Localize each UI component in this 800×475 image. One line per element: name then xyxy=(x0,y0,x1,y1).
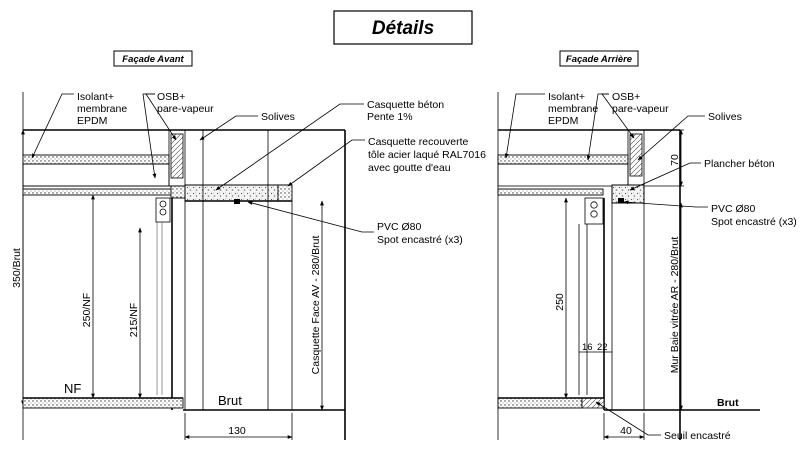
back-label-pvc-2: Spot encastré (x3) xyxy=(711,216,797,228)
back-label-brut: Brut xyxy=(717,397,739,409)
front-label-brut: Brut xyxy=(218,393,242,408)
back-label-seuil: Seuil encastré xyxy=(664,430,731,442)
back-label-isolant-1: Isolant+ xyxy=(548,91,585,103)
front-label-osb-2: pare-vapeur xyxy=(157,103,214,115)
front-label-casquette-beton-1: Casquette béton xyxy=(367,99,444,111)
pvc-pipe-icon xyxy=(584,197,604,225)
front-label-nf: NF xyxy=(64,381,81,396)
back-seuil xyxy=(581,397,605,409)
front-casquette-slab xyxy=(184,184,291,202)
page-title: Détails xyxy=(372,18,434,39)
front-heading-box xyxy=(113,50,193,67)
back-facade-section: 70 250 Mur Baie vitrée AR - 280/Brut 16 … xyxy=(497,91,797,442)
front-label-solives: Solives xyxy=(261,111,295,123)
back-label-osb-1: OSB+ xyxy=(612,91,640,103)
back-label-solives: Solives xyxy=(708,111,742,123)
title-box xyxy=(333,10,473,45)
back-heading: Façade Arrière xyxy=(566,54,633,65)
back-osb-column xyxy=(629,133,643,177)
front-label-osb-1: OSB+ xyxy=(157,91,185,103)
front-dim-casquette: Casquette Face AV - 280/Brut xyxy=(310,236,322,375)
front-label-casquette-tole-2: tôle acier laqué RAL7016 xyxy=(368,149,486,161)
front-osb-column xyxy=(170,133,184,179)
front-insulation-layer xyxy=(22,154,170,165)
back-dim-height: 250 xyxy=(554,293,566,311)
back-floor-layer xyxy=(497,188,604,196)
front-label-pvc-2: Spot encastré (x3) xyxy=(377,234,463,246)
front-label-isolant-3: EPDM xyxy=(77,115,107,127)
front-dim-nf-height: 250/NF xyxy=(81,293,93,327)
front-floor-layer xyxy=(22,188,174,196)
back-dim-slab: 70 xyxy=(669,154,681,166)
back-label-plancher: Plancher béton xyxy=(704,158,775,170)
pvc-pipe-icon xyxy=(155,197,171,223)
front-label-casquette-beton-2: Pente 1% xyxy=(367,111,413,123)
back-heading-box xyxy=(559,50,639,67)
back-dim-width: 40 xyxy=(620,425,632,437)
back-plancher-slab xyxy=(611,184,645,204)
front-dim-width: 130 xyxy=(228,425,246,437)
back-insulation-layer xyxy=(497,154,629,165)
front-label-casquette-tole-3: avec goutte d'eau xyxy=(368,162,451,174)
front-floor-slab xyxy=(22,397,184,409)
front-label-isolant-2: membrane xyxy=(77,103,127,115)
front-heading: Façade Avant xyxy=(122,54,184,65)
back-label-pvc-1: PVC Ø80 xyxy=(711,203,756,215)
back-dim-22: 22 xyxy=(597,342,608,353)
back-dim-mur: Mur Baie vitrée AR - 280/Brut xyxy=(669,237,681,374)
back-label-isolant-2: membrane xyxy=(548,103,598,115)
front-dim-inner-height: 215/NF xyxy=(128,303,140,337)
front-facade-section: 350/Brut 250/N xyxy=(11,91,486,440)
front-label-isolant-1: Isolant+ xyxy=(77,91,114,103)
back-label-isolant-3: EPDM xyxy=(548,115,578,127)
back-label-osb-2: pare-vapeur xyxy=(612,103,669,115)
back-floor-slab xyxy=(497,397,583,409)
front-dim-total: 350/Brut xyxy=(11,248,23,288)
back-dim-16: 16 xyxy=(582,342,593,353)
front-label-pvc-1: PVC Ø80 xyxy=(377,221,422,233)
front-label-casquette-tole-1: Casquette recouverte xyxy=(368,136,469,148)
